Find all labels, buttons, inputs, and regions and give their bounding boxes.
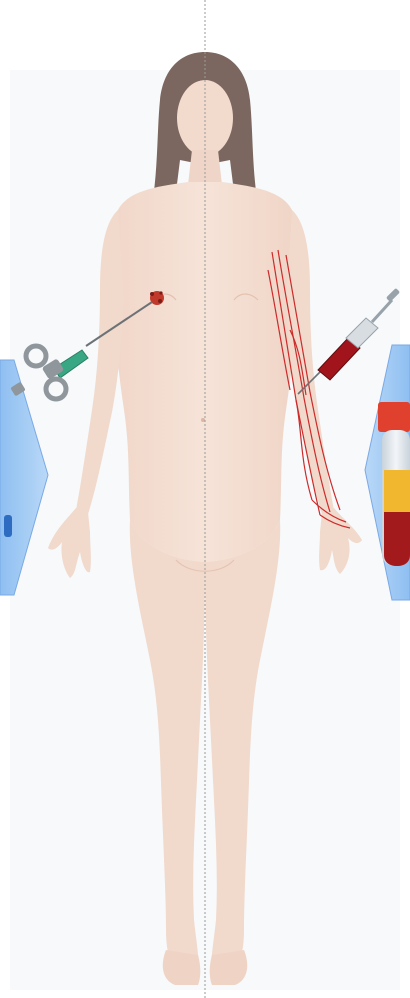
blood-tube-icon bbox=[378, 402, 410, 566]
